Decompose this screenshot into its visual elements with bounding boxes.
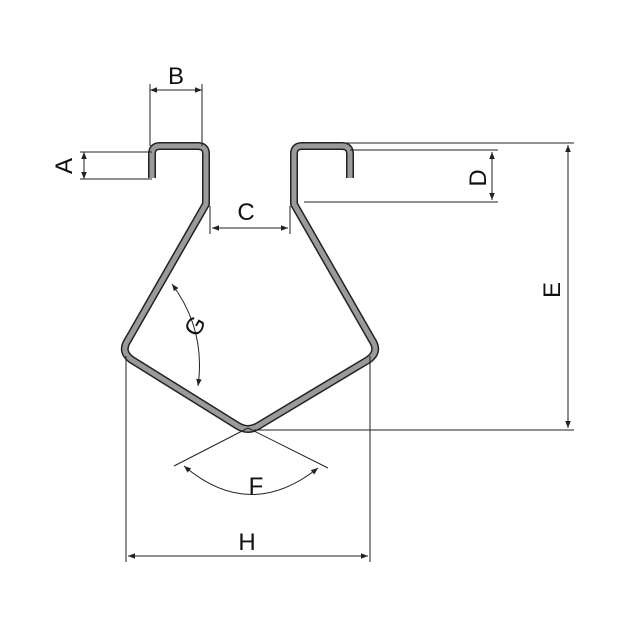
dimension-g: G [171,283,212,387]
dimension-e: E [254,142,574,431]
dimension-h: H [125,356,371,562]
dimension-d: D [304,149,498,203]
label-f: F [249,473,264,500]
label-a: A [51,158,78,174]
label-e: E [539,282,566,298]
dimension-f: F [173,427,329,500]
label-g: G [179,311,212,341]
label-h: H [238,529,255,556]
dimension-a: A [51,151,152,180]
label-b: B [168,63,184,90]
dimension-c: C [209,199,291,234]
label-d: D [465,169,492,186]
dimension-b: B [149,63,203,146]
profile-fill [122,143,378,432]
profile-shape [120,142,380,433]
label-c: C [237,199,254,226]
profile-outline [120,142,380,433]
